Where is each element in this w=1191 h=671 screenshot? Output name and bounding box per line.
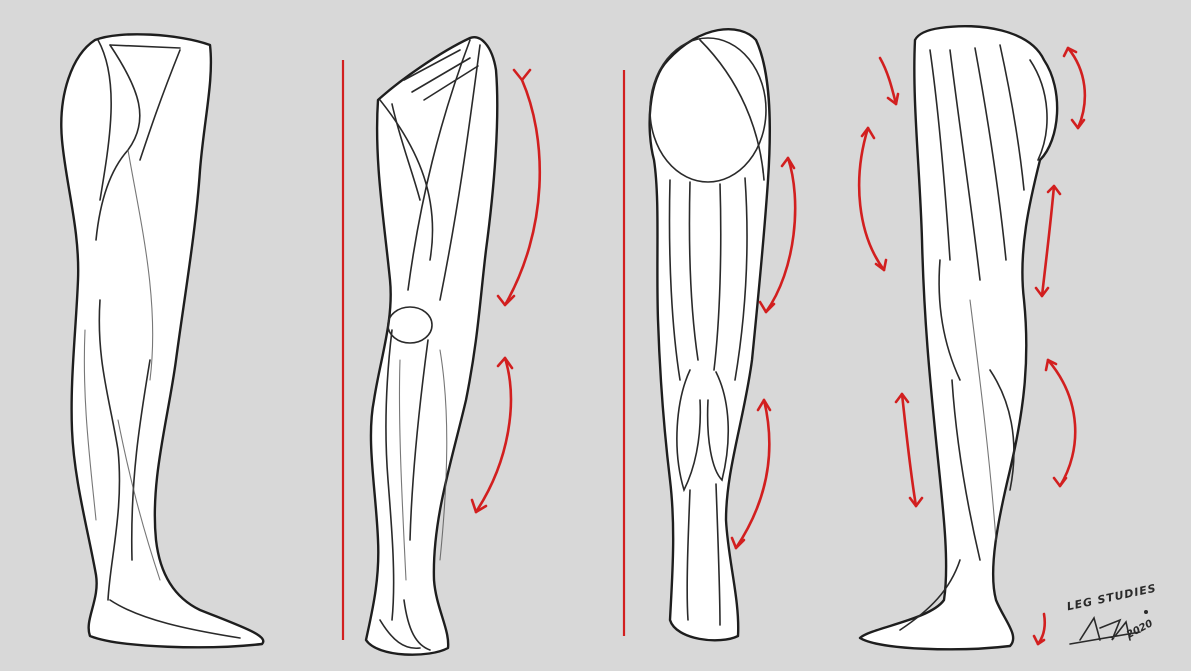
arrow-hamstring <box>1040 184 1056 298</box>
arrowhead <box>860 126 876 140</box>
arrowhead <box>496 294 516 307</box>
arrow-thigh-side <box>857 126 886 272</box>
rhythm-arrows <box>470 46 1087 646</box>
leg-side-view-right <box>858 25 1059 651</box>
arrowhead <box>758 300 776 314</box>
leg-side-view <box>60 33 265 649</box>
arrow-thigh-back <box>764 156 797 314</box>
arrowhead <box>1062 46 1078 58</box>
arrowhead <box>470 498 488 514</box>
arrow-thigh-front <box>503 78 542 307</box>
arrowhead <box>874 258 888 272</box>
arrowhead <box>512 68 532 82</box>
arrow-shin <box>900 392 918 508</box>
arrow-calf-back <box>734 398 771 550</box>
leg-front-view <box>364 36 499 656</box>
arrowhead <box>894 392 910 404</box>
arrow-calf-front <box>474 356 513 514</box>
artist-signature <box>1069 610 1148 645</box>
arrowhead <box>780 156 796 170</box>
arrow-hip-small <box>878 56 898 106</box>
arrowhead <box>908 496 924 508</box>
arrowhead <box>1032 634 1046 646</box>
arrowhead <box>1070 118 1086 130</box>
arrow-calf-side <box>1046 358 1077 488</box>
arrowhead <box>1046 184 1062 196</box>
arrowhead <box>886 92 900 106</box>
arrowhead <box>730 536 746 550</box>
arrowhead <box>496 356 514 370</box>
arrowhead <box>1044 358 1058 372</box>
leg-back-view <box>648 28 771 642</box>
arrowhead <box>756 398 772 412</box>
arrow-glute <box>1066 46 1087 130</box>
arrowhead <box>1034 286 1050 298</box>
arrowhead <box>1052 476 1068 488</box>
